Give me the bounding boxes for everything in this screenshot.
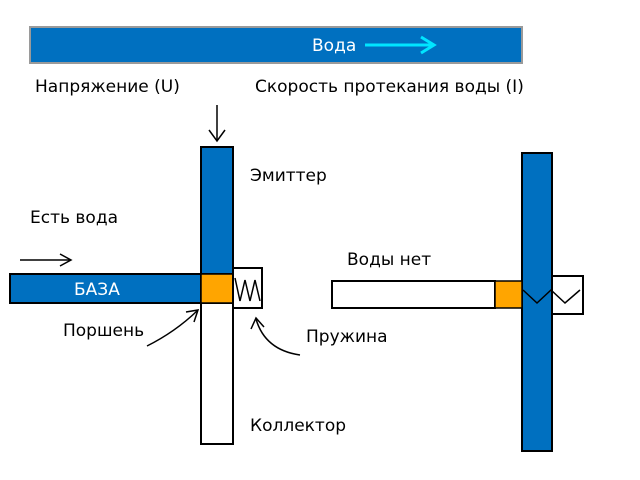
piston [200,273,234,304]
right-arrow-icon [365,35,437,55]
collector-label: Коллектор [250,416,346,436]
base-pipe [9,273,202,304]
piston-closed [494,280,523,309]
closed-transistor [331,152,584,452]
base-pipe-empty [331,280,496,309]
spring-compressed-icon [522,288,581,305]
spring-label: Пружина [306,327,388,347]
water-banner-label: Вода [312,36,356,56]
piston-label: Поршень [63,321,144,341]
flow-right-arrow-icon [20,253,73,267]
emitter-label: Эмиттер [250,166,327,186]
water-banner-bar [29,26,523,64]
piston-pointer-arrow-icon [146,309,200,347]
water-banner: Вода [29,26,523,64]
spring-icon [234,277,261,302]
no-water-label: Воды нет [347,250,431,270]
voltage-label: Напряжение (U) [35,77,180,97]
water-present-label: Есть вода [30,208,118,228]
down-arrow-icon [208,105,226,143]
open-transistor: БАЗА [9,146,263,445]
spring-pointer-arrow-icon [250,316,301,356]
flow-rate-label: Скорость протекания воды (I) [255,77,524,97]
collector-pipe [200,302,234,445]
base-label: БАЗА [74,280,120,300]
emitter-pipe [200,146,234,275]
